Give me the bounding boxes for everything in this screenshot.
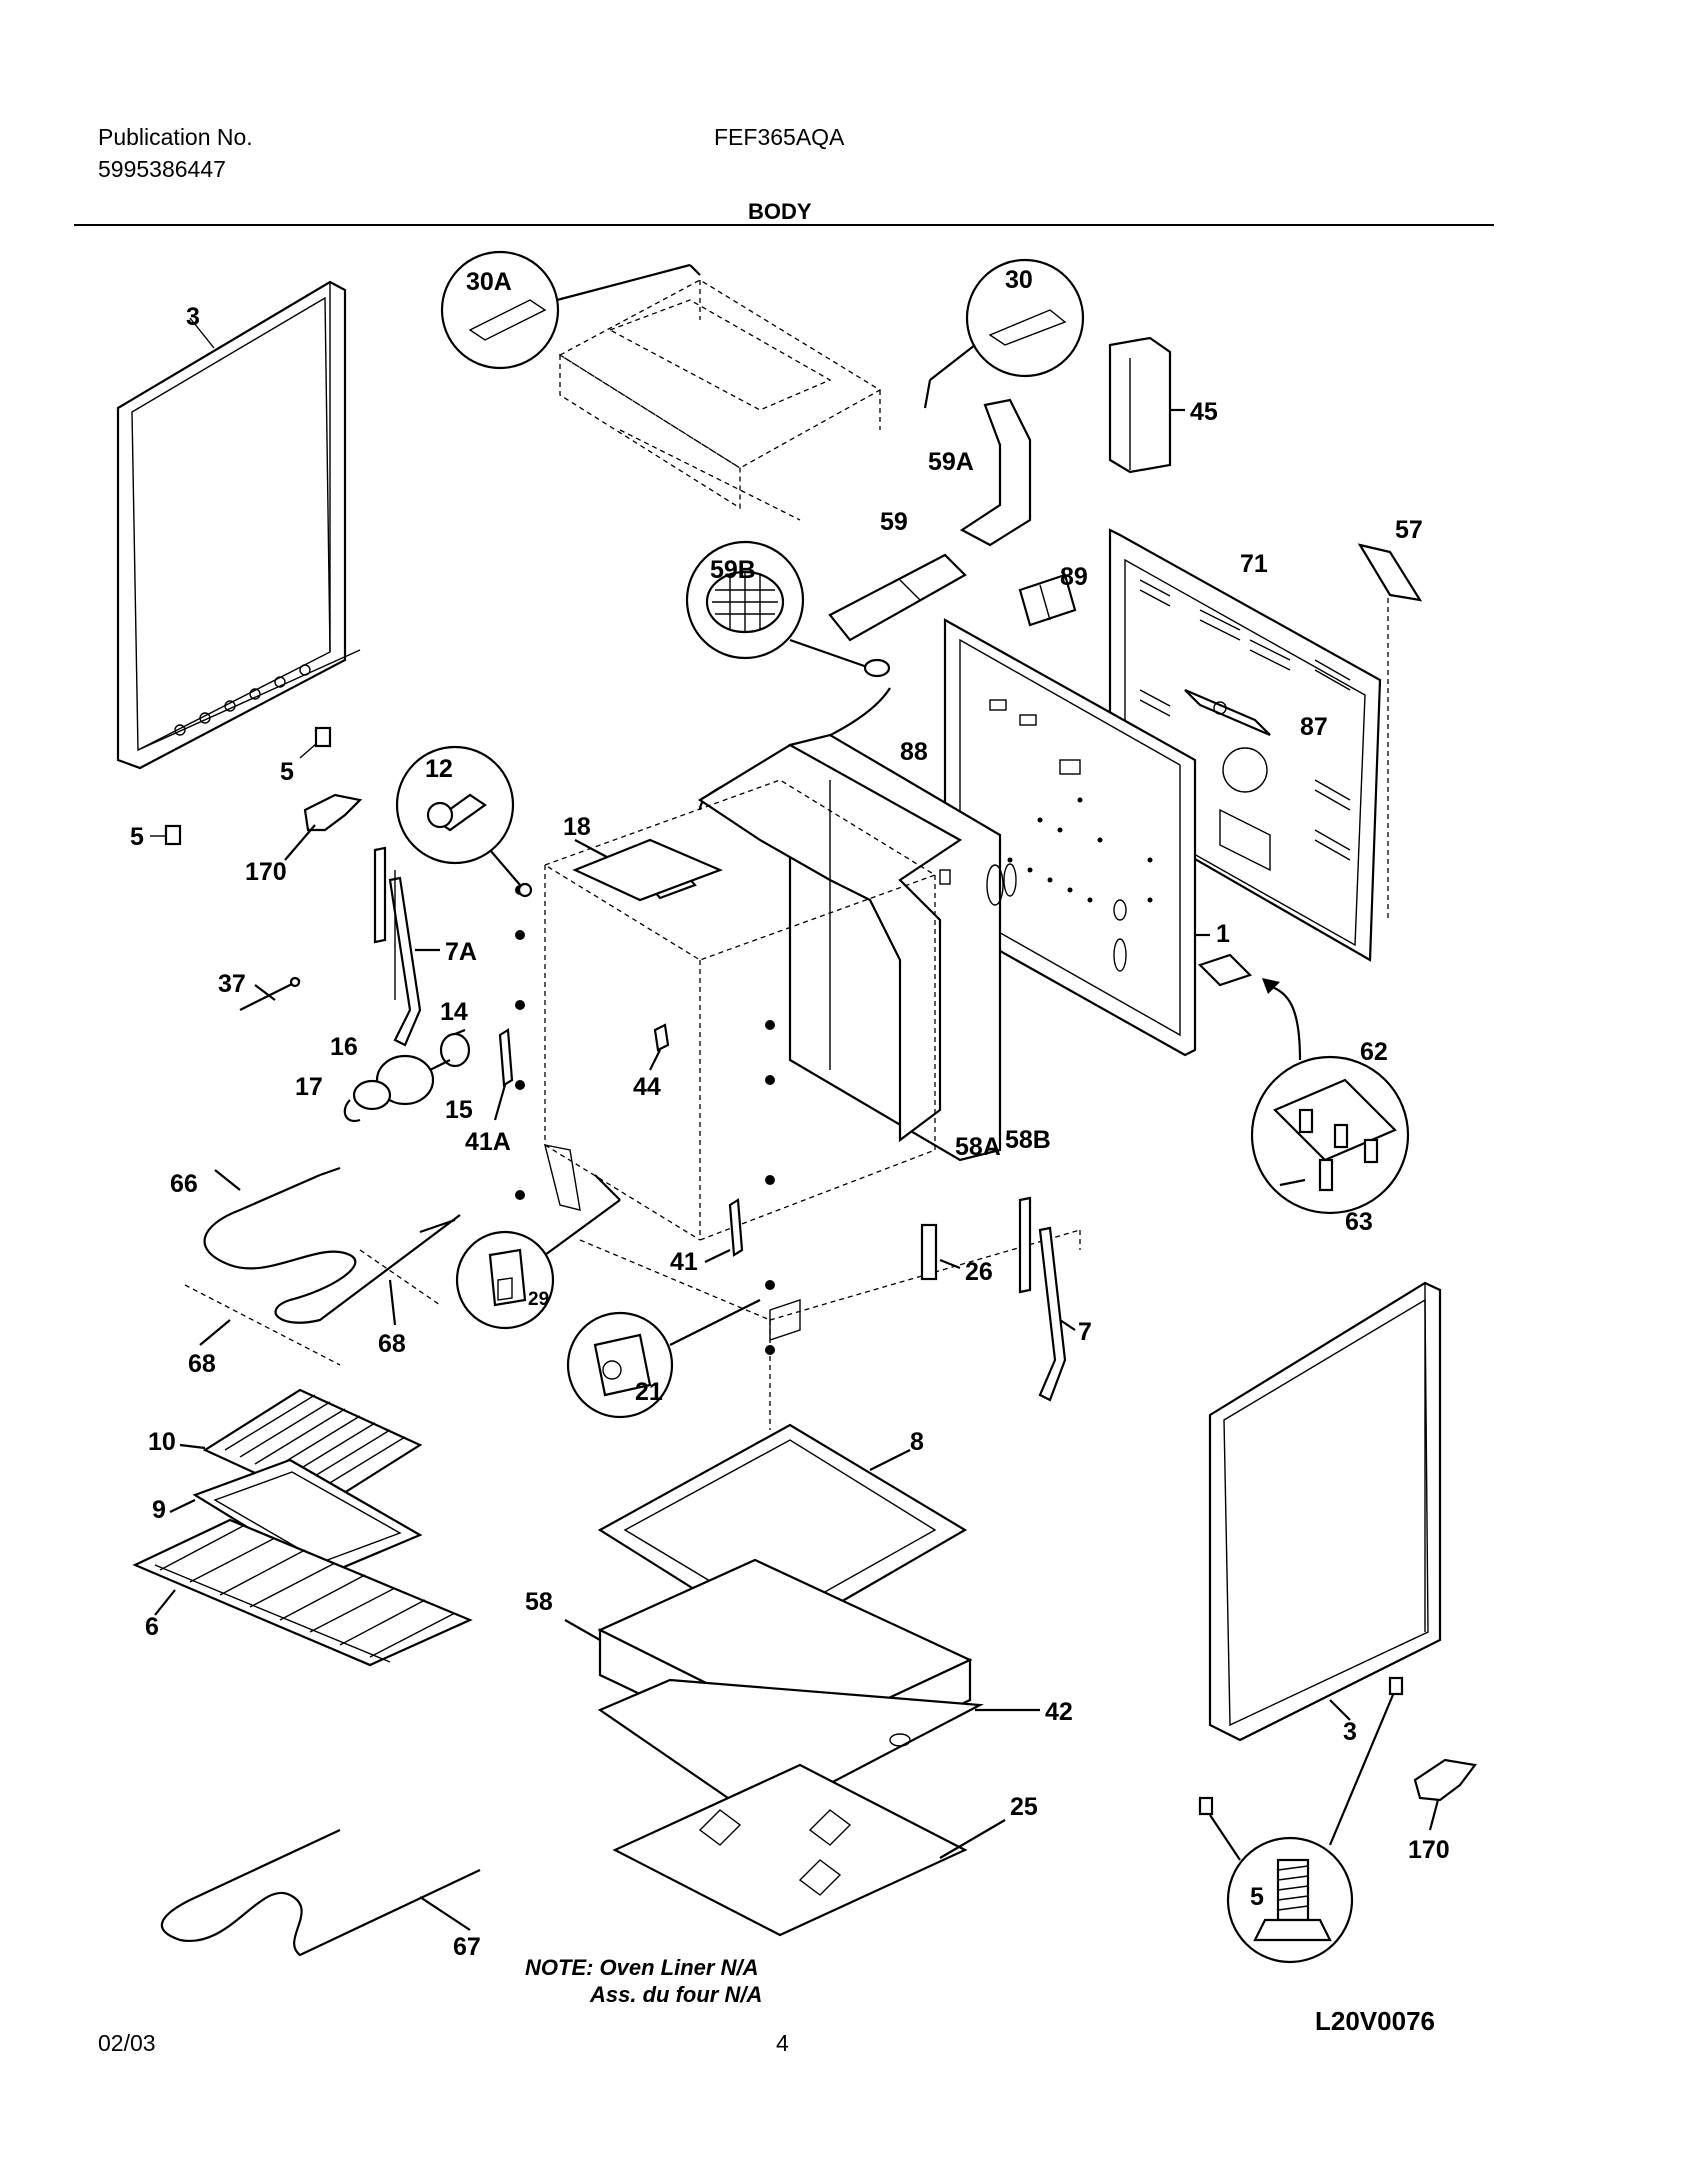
part-58-front-frame [697, 733, 1004, 1162]
callout-bubble-21 [566, 1299, 761, 1419]
cooktop-outline [558, 279, 882, 521]
callout-30: 30 [1005, 266, 1033, 294]
section-title: BODY [748, 199, 812, 224]
note-line-1: NOTE: Oven Liner N/A [525, 1955, 758, 1980]
part-7-hinge [1018, 1196, 1076, 1402]
part-42-plate [597, 1678, 1040, 1822]
model-number: FEF365AQA [714, 124, 845, 150]
callout-10: 10 [148, 1428, 176, 1456]
callout-1: 1 [1216, 920, 1230, 948]
callout-5-a: 5 [280, 758, 294, 786]
callout-5-b: 5 [130, 823, 144, 851]
callout-59: 59 [880, 508, 908, 536]
callout-41A: 41A [465, 1128, 511, 1156]
callout-170-left: 170 [245, 858, 287, 886]
callout-bubble-29 [455, 1174, 621, 1330]
callout-16: 16 [330, 1033, 358, 1061]
callout-8: 8 [910, 1428, 924, 1456]
callout-15: 15 [445, 1096, 473, 1124]
part-25-bottom-panel [612, 1763, 1006, 1937]
part-44-bracket [649, 1023, 670, 1071]
part-lamp-assembly [343, 1028, 471, 1123]
part-87-bracket [1184, 688, 1271, 737]
callout-42: 42 [1045, 1698, 1073, 1726]
callout-66: 66 [170, 1170, 198, 1198]
header-rule [74, 224, 1494, 226]
callout-45: 45 [1190, 398, 1218, 426]
callout-12: 12 [425, 755, 453, 783]
part-170-bracket-right [1413, 1758, 1477, 1831]
callout-3-left: 3 [186, 303, 200, 331]
part-18-bracket [572, 838, 723, 902]
part-37-clip [239, 976, 301, 1011]
mounting-screws [515, 885, 775, 1355]
right-side-panel [1208, 1281, 1442, 1742]
callout-37: 37 [218, 970, 246, 998]
callout-17: 17 [295, 1073, 323, 1101]
callout-170-right: 170 [1408, 1836, 1450, 1864]
callout-labels: 3 30A 30 45 59A 59 59B 57 71 89 87 88 5 … [130, 266, 1450, 1961]
callout-68-a: 68 [188, 1350, 216, 1378]
callout-bubble-12 [395, 745, 533, 898]
footer-date: 02/03 [98, 2030, 156, 2056]
page-number: 4 [776, 2030, 789, 2056]
callout-71: 71 [1240, 550, 1268, 578]
callout-89: 89 [1060, 563, 1088, 591]
callout-29: 29 [528, 1289, 549, 1310]
callout-6: 6 [145, 1613, 159, 1641]
callout-58B: 58B [1005, 1126, 1051, 1154]
callout-87: 87 [1300, 713, 1328, 741]
part-7A-hinge [373, 846, 440, 1047]
publication-number: 5995386447 [98, 156, 226, 182]
part-57-plate [1357, 543, 1423, 920]
callout-67: 67 [453, 1933, 481, 1961]
drawing-code: L20V0076 [1315, 2006, 1435, 2036]
callout-bubble-5 [1198, 1676, 1404, 1964]
callout-5-c: 5 [1250, 1883, 1264, 1911]
callout-bubble-30A [440, 250, 701, 370]
callout-7: 7 [1078, 1318, 1092, 1346]
callout-bubble-62 [1197, 953, 1410, 1215]
callout-44: 44 [633, 1073, 661, 1101]
callout-88: 88 [900, 738, 928, 766]
callout-9: 9 [152, 1496, 166, 1524]
part-66-bake-element [203, 1166, 461, 1324]
callout-59A: 59A [928, 448, 974, 476]
callout-58A: 58A [955, 1133, 1001, 1161]
publication-label: Publication No. [98, 124, 253, 150]
callout-26: 26 [965, 1258, 993, 1286]
part-6-oven-rack [132, 1518, 473, 1667]
part-26-hinge-receiver [920, 1223, 961, 1281]
callout-14: 14 [440, 998, 468, 1026]
callout-59B: 59B [710, 556, 756, 584]
callout-41: 41 [670, 1248, 698, 1276]
callout-62: 62 [1360, 1038, 1388, 1066]
callout-bubble-59B [685, 540, 891, 678]
leveling-leg-left [150, 726, 332, 846]
part-59A-duct [959, 398, 1032, 547]
part-45-shield [1108, 336, 1185, 474]
part-41-bracket [704, 1198, 744, 1263]
callout-63: 63 [1345, 1208, 1373, 1236]
part-68-leads [184, 1249, 441, 1366]
callout-30A: 30A [466, 268, 512, 296]
part-170-bracket-left [284, 793, 363, 861]
part-59-duct [828, 553, 967, 642]
oven-cavity-outline [543, 779, 1081, 1430]
part-89-bracket [1018, 573, 1077, 627]
part-41A-bracket [493, 1028, 514, 1121]
callout-25: 25 [1010, 1793, 1038, 1821]
callout-21: 21 [635, 1378, 663, 1406]
part-67-broil-element [160, 1829, 481, 1957]
callout-7A: 7A [445, 938, 477, 966]
left-side-panel [116, 280, 361, 770]
callout-bubble-30 [923, 258, 1085, 409]
callout-68-b: 68 [378, 1330, 406, 1358]
callout-58: 58 [525, 1588, 553, 1616]
note-line-2: Ass. du four N/A [589, 1982, 762, 2007]
callout-18: 18 [563, 813, 591, 841]
callout-3-right: 3 [1343, 1718, 1357, 1746]
callout-57: 57 [1395, 516, 1423, 544]
